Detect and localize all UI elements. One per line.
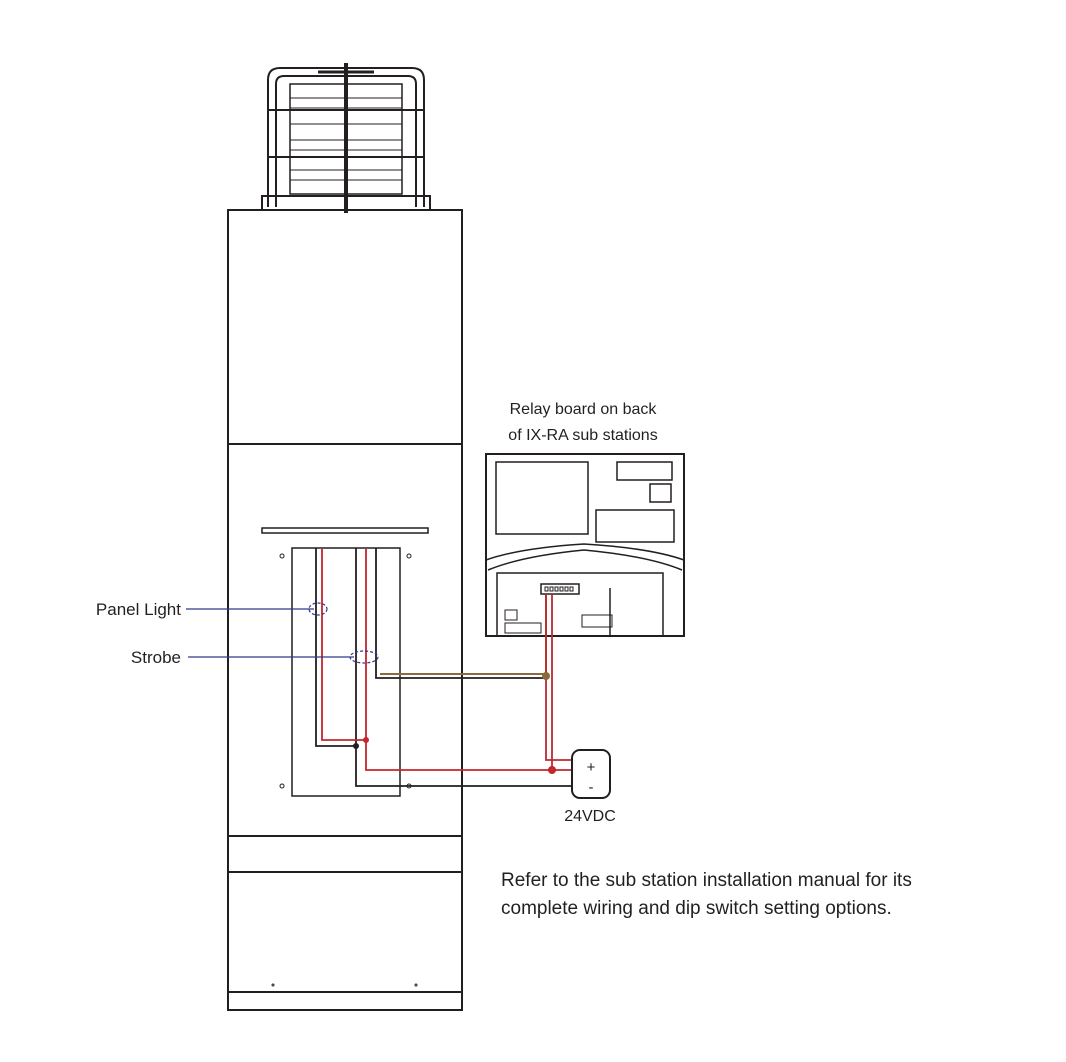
dip-switch	[581, 614, 613, 628]
leader-lines	[186, 602, 379, 664]
relay-board-label-line2: of IX-RA sub stations	[508, 427, 657, 444]
power-supply: + - 24VDC	[564, 749, 616, 825]
relay-board	[485, 453, 685, 637]
power-plus-label: +	[587, 759, 596, 776]
relay-board-label-line1: Relay board on back	[510, 401, 658, 418]
strobe-label: Strobe	[131, 648, 181, 667]
pedestal-tower	[227, 209, 463, 1011]
note-line2: complete wiring and dip switch setting o…	[501, 898, 892, 919]
red-junction-dot	[363, 737, 369, 743]
power-supply-label: 24VDC	[564, 808, 616, 825]
panel-wires-red	[321, 548, 572, 771]
strobe-beacon	[261, 63, 431, 213]
note-line1: Refer to the sub station installation ma…	[501, 870, 912, 891]
brown-junction-dot	[542, 672, 550, 680]
relay-terminal-block	[540, 583, 580, 595]
power-minus-label: -	[589, 779, 594, 796]
panel-light-label: Panel Light	[96, 600, 181, 619]
panel-wires-black	[315, 548, 572, 787]
red-junction-dot	[548, 766, 556, 774]
black-junction-dot	[353, 743, 359, 749]
